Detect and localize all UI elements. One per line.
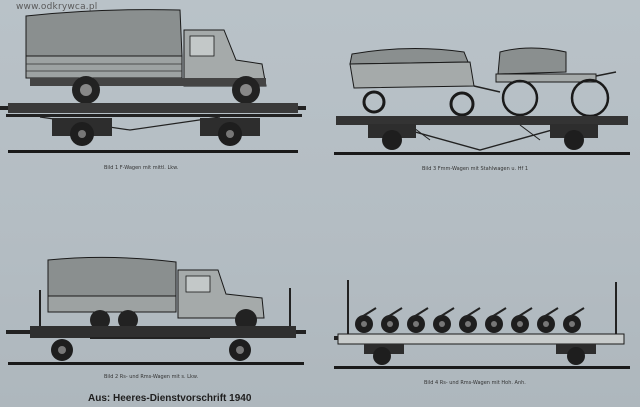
figure-bild-1: Bild 1 F-Wagen mit mittl. Lkw. [0,0,320,200]
flatcar-with-truck-illustration [0,9,306,153]
figure-bild-2: Bild 2 Rs- und Rms-Wagen mit s. Lkw. [0,200,320,390]
figure-bild-3: Bild 3 Fmm-Wagen mit Stahlwagen u. Hf 1 [320,0,640,200]
source-line: Aus: Heeres-Dienstvorschrift 1940 [88,393,252,404]
figure-caption: Bild 1 F-Wagen mit mittl. Lkw. [104,165,179,171]
watermark-text: www.odkrywca.pl [16,2,98,12]
figure-caption: Bild 3 Fmm-Wagen mit Stahlwagen u. Hf 1 [422,166,529,172]
flatcar-with-horse-wagons-illustration [334,47,630,155]
stake-car-with-heavy-truck-illustration [6,256,306,365]
figure-caption: Bild 4 Rs- und Rms-Wagen mit Hoh. Anh. [424,380,526,386]
figure-bild-4: Bild 4 Rs- und Rms-Wagen mit Hoh. Anh. [320,200,640,390]
stake-car-with-trailers-illustration [334,280,630,369]
figure-caption: Bild 2 Rs- und Rms-Wagen mit s. Lkw. [104,374,199,380]
